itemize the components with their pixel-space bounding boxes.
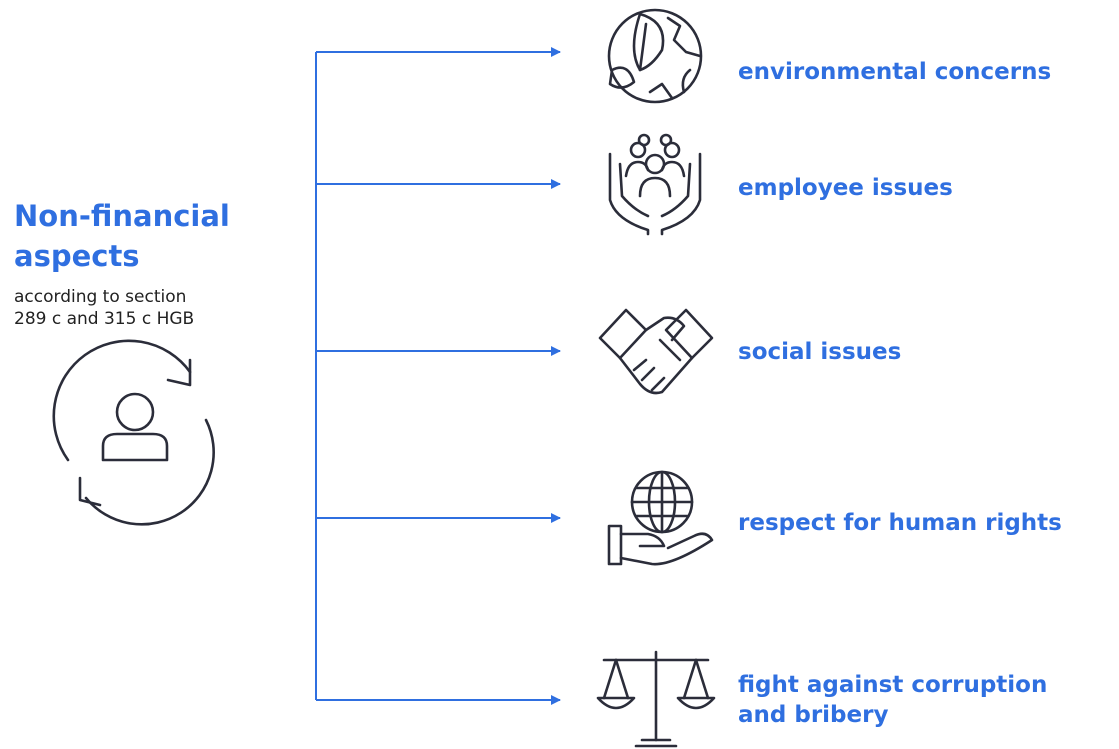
aspect-label-social: social issues — [738, 339, 902, 365]
subtitle-line-1: according to section — [14, 287, 187, 307]
globe-hand-icon — [607, 470, 714, 566]
person-cycle-icon — [52, 339, 215, 526]
aspect-label-corruption-line-1: fight against corruption — [738, 672, 1048, 698]
leaf-globe-icon — [607, 8, 703, 104]
handshake-icon — [598, 308, 714, 395]
hands-people-icon — [608, 133, 702, 236]
diagram-title: Non-financial aspects — [14, 196, 294, 276]
aspect-label-corruption-line-2: and bribery — [738, 702, 889, 728]
title-line-2: aspects — [14, 239, 140, 273]
subtitle-line-2: 289 c and 315 c HGB — [14, 309, 195, 329]
scales-icon — [596, 650, 716, 748]
aspect-label-employee: employee issues — [738, 175, 953, 201]
aspect-label-human-rights: respect for human rights — [738, 510, 1062, 536]
diagram-subtitle: according to section 289 c and 315 c HGB — [14, 286, 304, 330]
title-line-1: Non-financial — [14, 199, 230, 233]
aspect-label-corruption: fight against corruption and bribery — [738, 670, 1047, 730]
aspect-label-environmental: environmental concerns — [738, 59, 1052, 85]
